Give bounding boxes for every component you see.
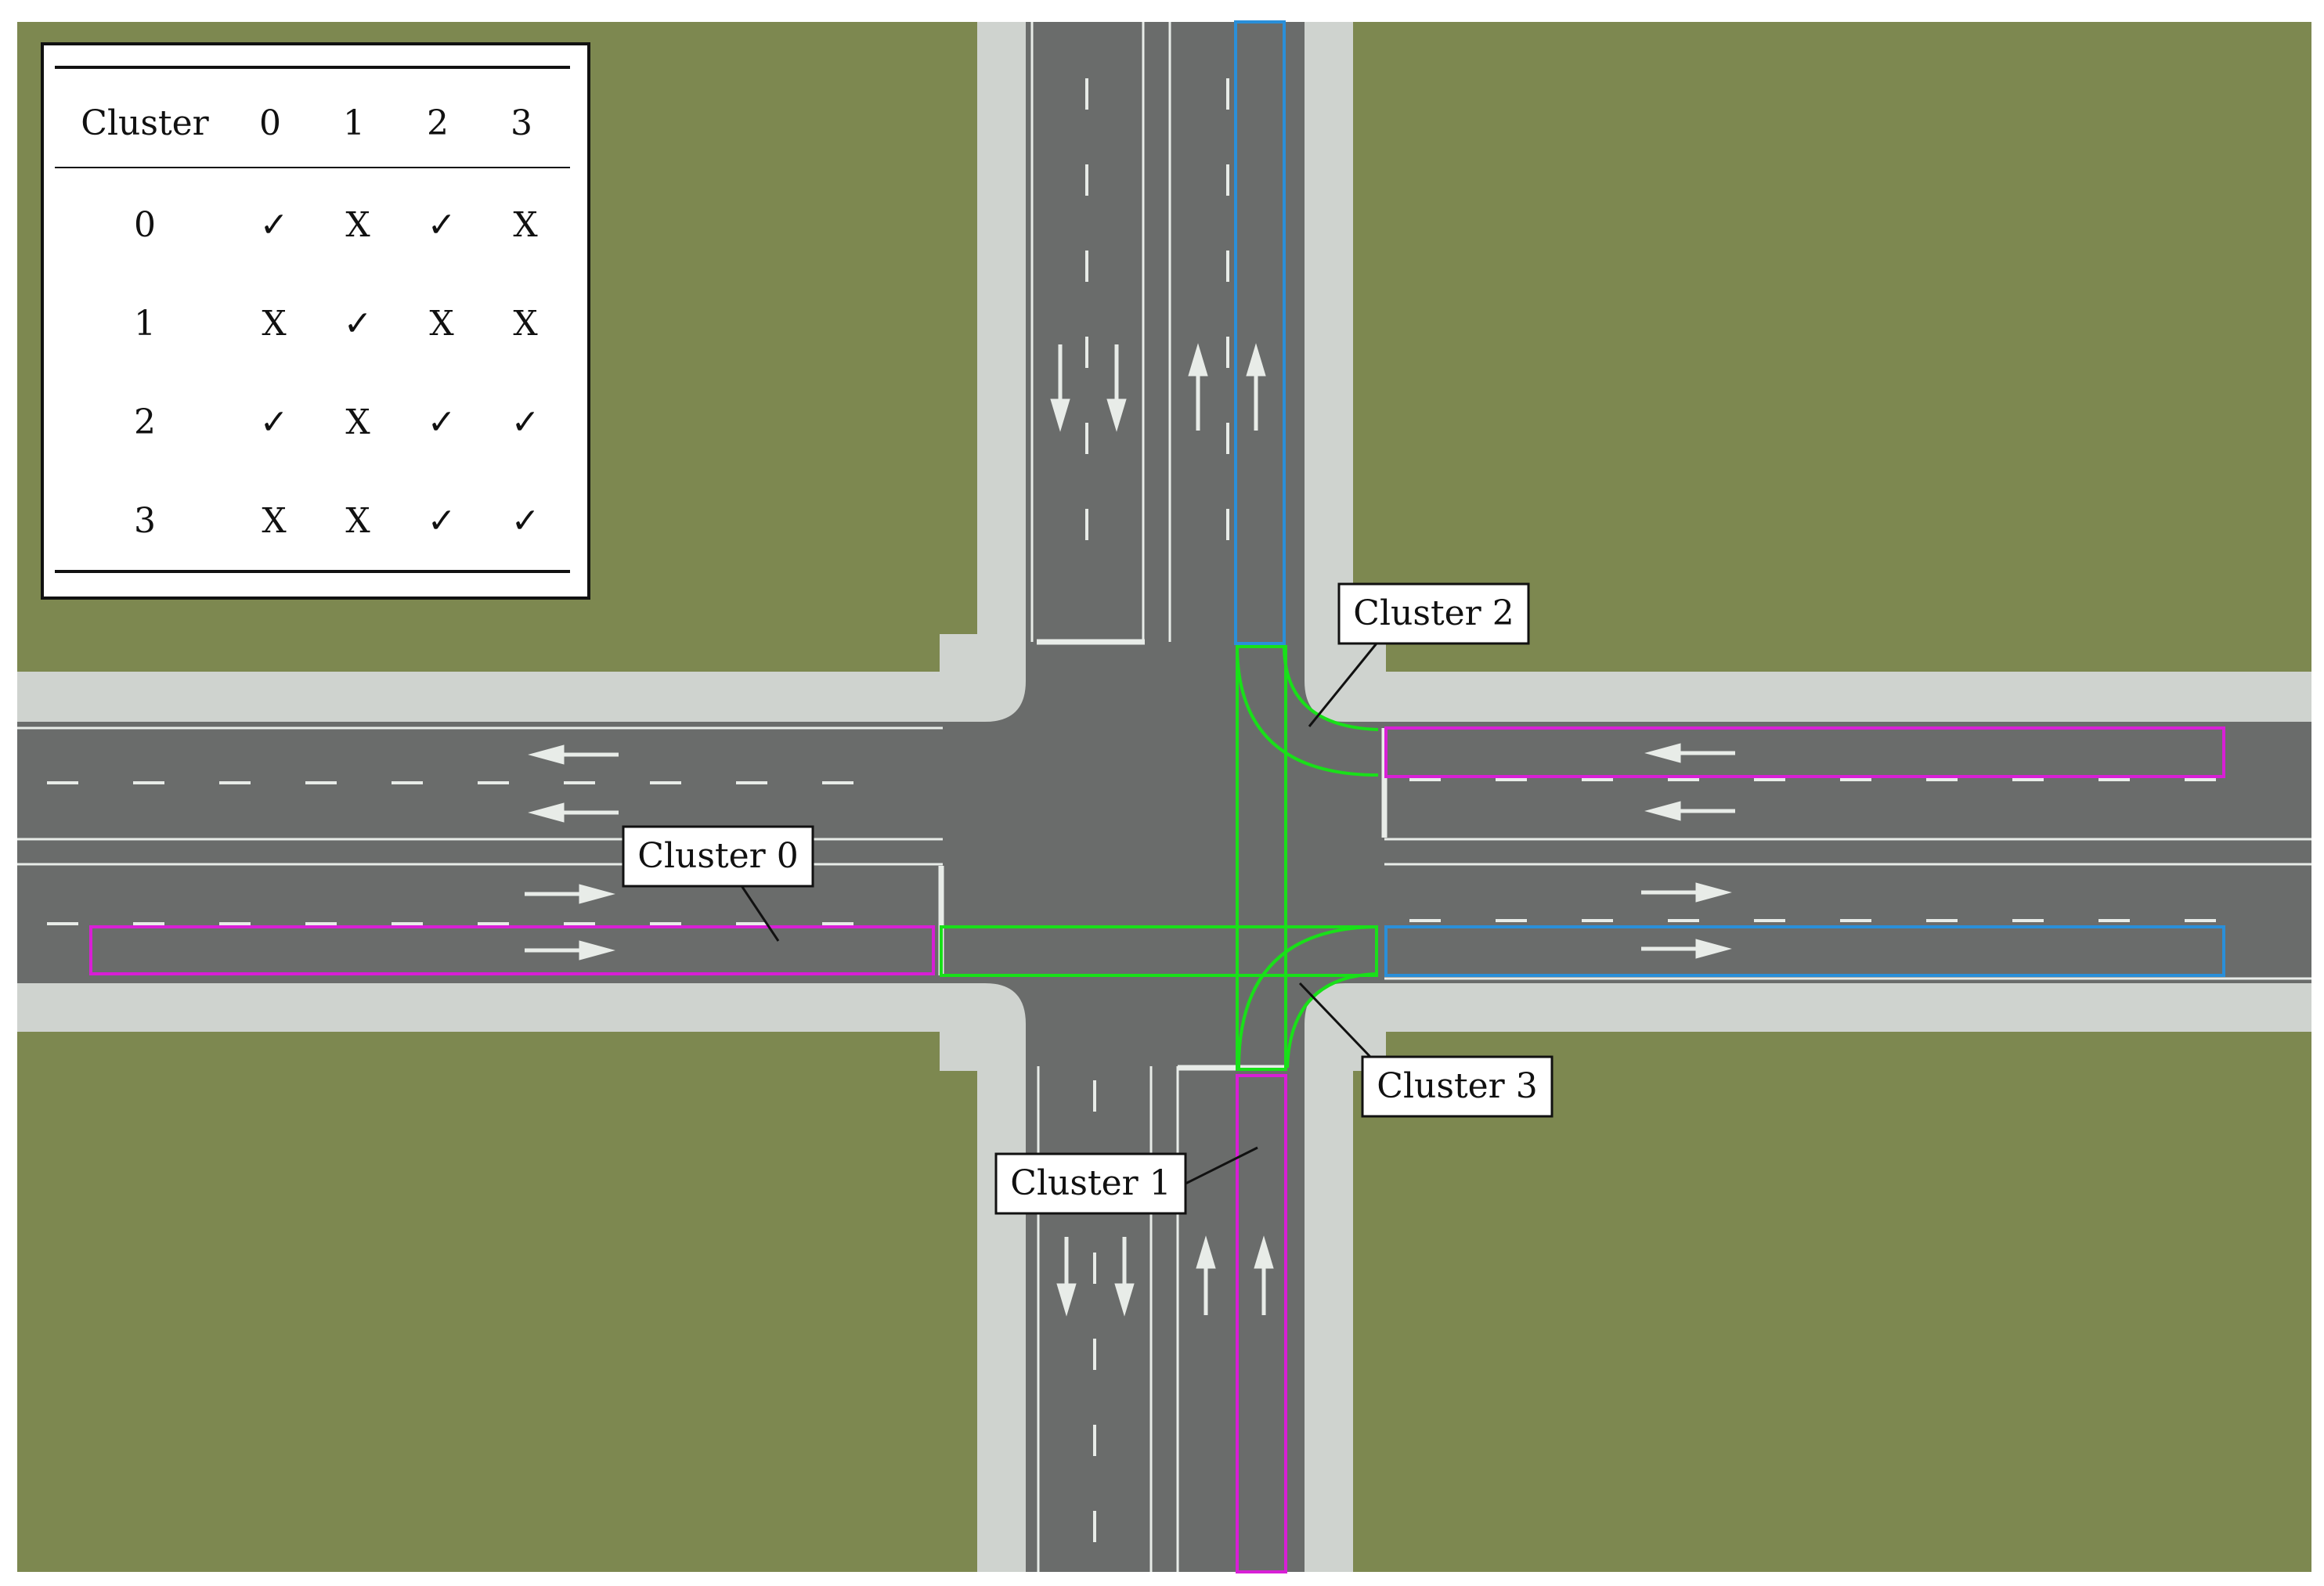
table-cell: ✓ <box>260 205 289 245</box>
cluster-0-east-lane <box>1384 726 2225 778</box>
table-cell: X <box>513 304 538 344</box>
table-cell: X <box>345 205 370 245</box>
table-row-label: 0 <box>134 205 156 245</box>
arrow-up-icon <box>1254 1235 1274 1315</box>
sidewalk-corners <box>940 634 1386 1071</box>
table-cell: X <box>429 304 454 344</box>
table-cell: X <box>513 205 538 245</box>
arrow-up-icon <box>1196 1235 1216 1315</box>
callout-cluster-3: Cluster 3 <box>1298 982 1554 1118</box>
arrow-right-icon <box>1641 939 1732 959</box>
arrow-right-icon <box>525 940 615 961</box>
arrow-up-icon <box>1188 343 1208 431</box>
table-frame <box>41 42 590 600</box>
compatibility-table: Cluster 0 1 2 3 0 ✓ X ✓ X 1 X ✓ X X 2 ✓ … <box>41 42 590 600</box>
table-cell: ✓ <box>511 402 540 442</box>
table-col-header: 0 <box>259 103 281 143</box>
table-cell: ✓ <box>428 501 456 541</box>
arrow-left-icon <box>528 744 619 765</box>
lane-markings <box>17 22 2311 1572</box>
arrow-right-icon <box>525 884 615 904</box>
table-cell: ✓ <box>344 304 373 344</box>
arrow-down-icon <box>1050 344 1070 432</box>
table-cell: X <box>345 501 370 541</box>
callout-cluster-1-label: Cluster 1 <box>1010 1163 1171 1203</box>
cluster-blue-north-lane <box>1234 20 1286 645</box>
cluster-blue-east-lane <box>1384 925 2225 977</box>
table-cell: ✓ <box>260 402 289 442</box>
arrow-left-icon <box>1644 743 1735 763</box>
table-cell: X <box>262 501 287 541</box>
table-cell: X <box>345 402 370 442</box>
table-header-cluster: Cluster <box>81 103 209 143</box>
direction-arrows <box>525 343 1735 1317</box>
callout-cluster-1: Cluster 1 <box>994 1146 1258 1215</box>
callout-cluster-2: Cluster 2 <box>1308 582 1530 727</box>
table-col-header: 3 <box>511 103 532 143</box>
cluster-1-south-lane <box>1236 1074 1287 1573</box>
arrow-down-icon <box>1114 1237 1135 1317</box>
table-cell: ✓ <box>428 402 456 442</box>
callout-cluster-0: Cluster 0 <box>622 825 814 942</box>
arrow-right-icon <box>1641 882 1732 903</box>
arrow-up-icon <box>1246 343 1266 431</box>
arrow-down-icon <box>1106 344 1127 432</box>
cluster-0-west-lane <box>89 925 935 975</box>
table-row-label: 3 <box>134 501 156 541</box>
arrow-left-icon <box>1644 801 1735 821</box>
callout-cluster-3-label: Cluster 3 <box>1377 1066 1537 1106</box>
road-surface <box>17 22 2311 1572</box>
table-cell: ✓ <box>511 501 540 541</box>
arrow-left-icon <box>528 802 619 823</box>
lane-highlights <box>89 20 2225 1573</box>
table-cell: X <box>262 304 287 344</box>
arrow-down-icon <box>1056 1237 1077 1317</box>
table-row-label: 2 <box>134 402 156 442</box>
table-row-label: 1 <box>134 304 156 344</box>
callout-cluster-0-label: Cluster 0 <box>637 836 798 876</box>
table-cell: ✓ <box>428 205 456 245</box>
table-col-header: 1 <box>343 103 365 143</box>
callout-cluster-2-label: Cluster 2 <box>1353 593 1514 633</box>
conflict-zones <box>940 645 1379 1071</box>
table-col-header: 2 <box>427 103 449 143</box>
